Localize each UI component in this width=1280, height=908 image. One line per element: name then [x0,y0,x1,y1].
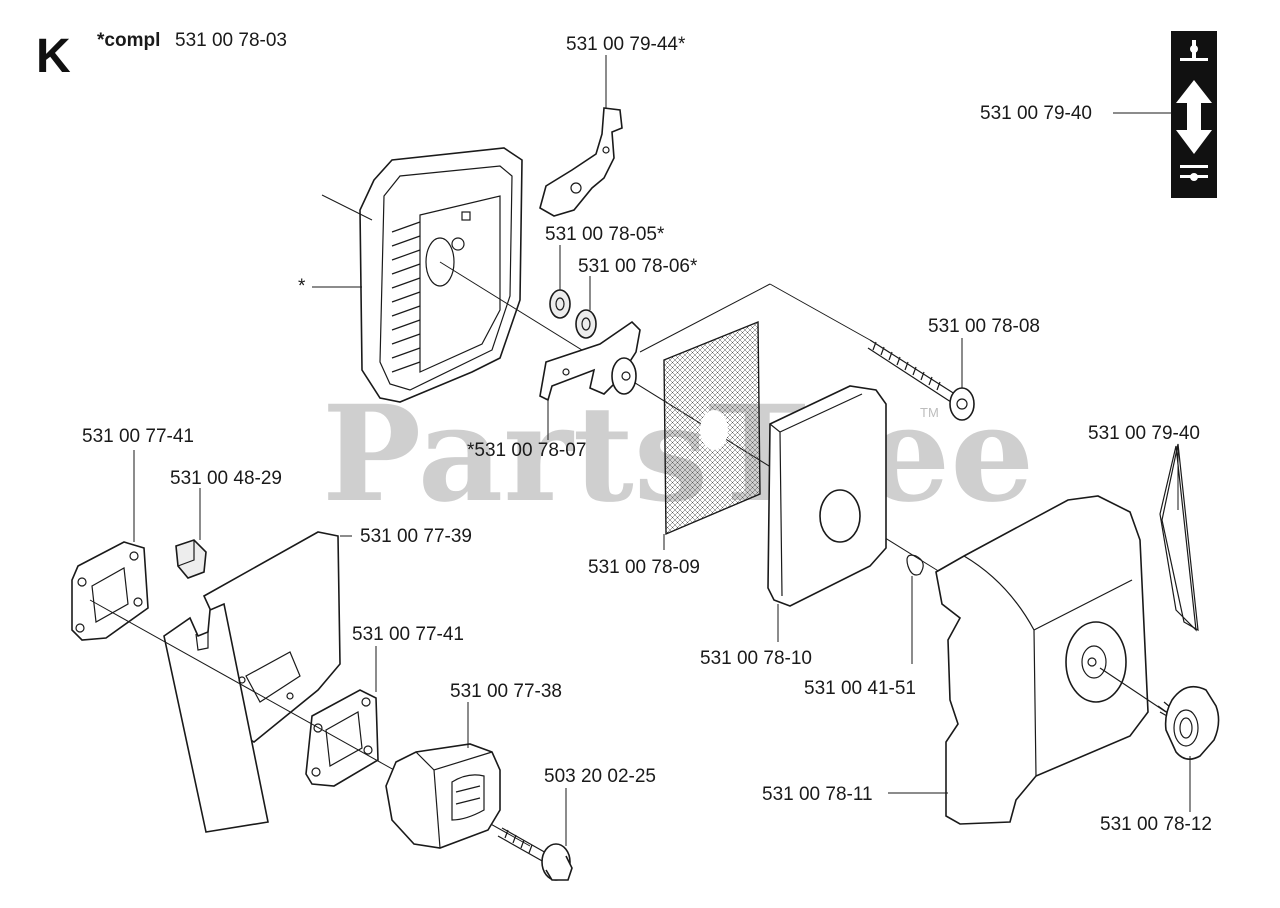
decal-arrow-icon[interactable] [1171,31,1217,198]
small-block-part[interactable] [175,539,207,579]
lever-part[interactable] [539,107,623,217]
compl-number: 531 00 78-03 [175,30,287,51]
spacer-part[interactable] [385,743,501,849]
gasket-left-part[interactable] [71,541,149,641]
label-bolt[interactable]: 503 20 02-25 [544,766,656,787]
label-small-block[interactable]: 531 00 48-29 [170,468,282,489]
leader-bracket-screw-a [639,283,771,353]
label-clip[interactable]: 531 00 41-51 [804,678,916,699]
label-washer-b[interactable]: 531 00 78-06* [578,256,698,277]
label-cover[interactable]: 531 00 78-11 [762,784,873,805]
watermark-tm: TM [920,405,939,420]
label-decal-right[interactable]: 531 00 79-40 [1088,423,1200,444]
washer-b-part[interactable] [575,309,597,339]
bolt-part[interactable] [497,827,573,881]
gasket-mid-part[interactable] [305,689,379,787]
label-washer-a[interactable]: 531 00 78-05* [545,224,665,245]
label-decal-top[interactable]: 531 00 79-40 [980,103,1092,124]
label-screw-long[interactable]: 531 00 78-08 [928,316,1040,337]
leader-housing [321,194,373,221]
screen-part[interactable] [663,320,761,536]
label-knob[interactable]: 531 00 78-12 [1100,814,1212,835]
long-screw-part[interactable] [867,339,975,421]
filter-element-part[interactable] [767,385,887,607]
knob-part[interactable] [1099,667,1220,760]
section-letter: K [36,30,71,83]
compl-prefix: *compl [97,30,160,51]
plate-part[interactable] [163,531,341,833]
leader-bracket-screw-b [769,283,871,341]
decal-right-part[interactable] [1159,443,1199,632]
bracket-part[interactable] [539,320,641,402]
label-filter[interactable]: 531 00 78-10 [700,648,812,669]
label-spacer[interactable]: 531 00 77-38 [450,681,562,702]
label-screen[interactable]: 531 00 78-09 [588,557,700,578]
clip-part[interactable] [906,554,924,576]
washer-a-part[interactable] [549,289,571,319]
cover-part[interactable] [935,495,1149,825]
label-bracket[interactable]: *531 00 78-07 [467,440,586,461]
label-lever[interactable]: 531 00 79-44* [566,34,686,55]
label-gasket-mid[interactable]: 531 00 77-41 [352,624,464,645]
label-asterisk[interactable]: * [298,276,306,297]
label-plate[interactable]: 531 00 77-39 [360,526,472,547]
filter-housing-part[interactable] [359,147,523,403]
label-gasket-left[interactable]: 531 00 77-41 [82,426,194,447]
